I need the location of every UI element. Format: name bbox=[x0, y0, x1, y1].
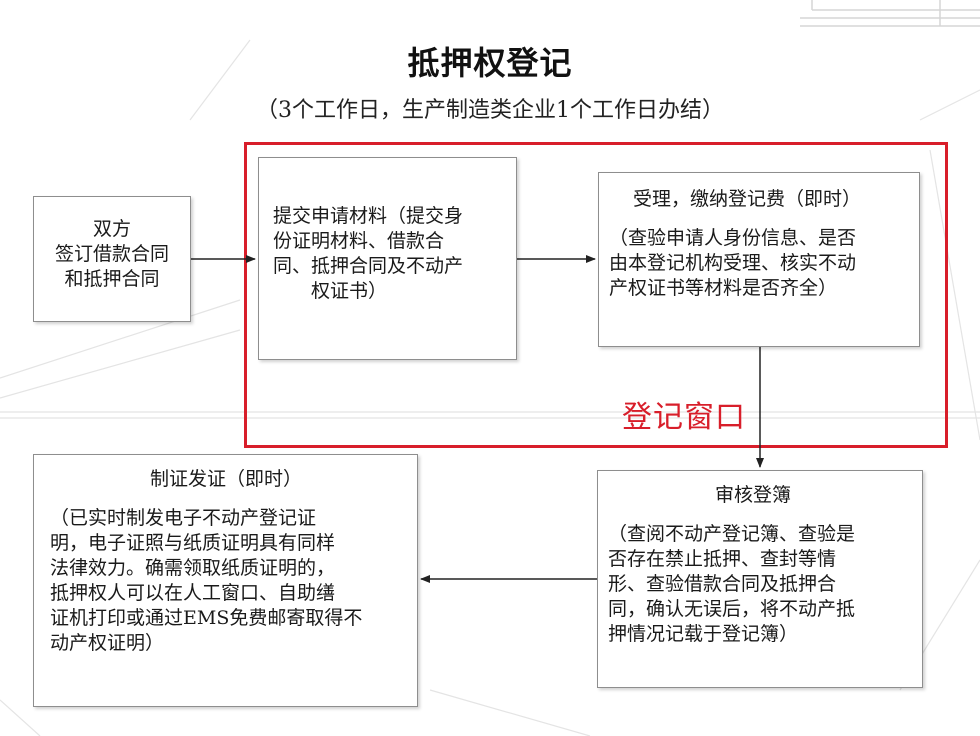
step-text: 提交申请材料（提交身 bbox=[273, 205, 464, 227]
step-text: （查验申请人身份信息、是否 bbox=[609, 227, 857, 249]
step-submit-materials: 提交申请材料（提交身 份证明材料、借款合 同、抵押合同及不动产 权证书） bbox=[258, 157, 517, 360]
step-issue-certificate: 制证发证（即时） （已实时制发电子不动产登记证 明，电子证照与纸质证明具有同样 … bbox=[33, 454, 418, 707]
page-subtitle: （3个工作日，生产制造类企业1个工作日办结） bbox=[256, 98, 724, 123]
step-text: 否存在禁止抵押、查封等情 bbox=[608, 548, 837, 570]
step-heading: 受理，缴纳登记费（即时） bbox=[633, 188, 862, 210]
step-text: （查阅不动产登记簿、查验是 bbox=[608, 523, 856, 545]
step-review-register: 审核登簿 （查阅不动产登记簿、查验是 否存在禁止抵押、查封等情 形、查验借款合同… bbox=[597, 470, 923, 688]
step-text: 签订借款合同 bbox=[54, 243, 169, 265]
step-text: 双方 bbox=[92, 218, 131, 240]
step-text: （已实时制发电子不动产登记证 bbox=[50, 507, 317, 529]
registration-window-label: 登记窗口 bbox=[622, 400, 746, 435]
step-text: 产权证书等材料是否齐全） bbox=[609, 277, 838, 299]
step-text: 形、查验借款合同及抵押合 bbox=[608, 573, 837, 595]
step-sign-contracts: 双方 签订借款合同 和抵押合同 bbox=[33, 196, 191, 322]
step-text: 同，确认无误后，将不动产抵 bbox=[608, 598, 856, 620]
step-text: 证机打印或通过EMS免费邮寄取得不 bbox=[50, 607, 363, 629]
registration-window-frame bbox=[244, 142, 948, 448]
step-text: 抵押权人可以在人工窗口、自助缮 bbox=[50, 582, 336, 604]
step-text: 押情况记载于登记簿） bbox=[608, 623, 799, 645]
step-heading: 制证发证（即时） bbox=[150, 468, 303, 490]
step-text: 同、抵押合同及不动产 bbox=[273, 255, 464, 277]
step-accept-and-pay: 受理，缴纳登记费（即时） （查验申请人身份信息、是否 由本登记机构受理、核实不动… bbox=[598, 172, 920, 347]
step-text: 明，电子证照与纸质证明具有同样 bbox=[50, 532, 336, 554]
step-text: 份证明材料、借款合 bbox=[273, 230, 445, 252]
step-text: 和抵押合同 bbox=[64, 268, 160, 290]
step-text: 法律效力。确需领取纸质证明的， bbox=[50, 557, 336, 579]
page-title: 抵押权登记 bbox=[407, 44, 573, 82]
step-text: 由本登记机构受理、核实不动 bbox=[609, 252, 857, 274]
step-text: 权证书） bbox=[273, 280, 388, 302]
step-text: 动产权证明） bbox=[50, 632, 165, 654]
step-heading: 审核登簿 bbox=[714, 484, 791, 506]
